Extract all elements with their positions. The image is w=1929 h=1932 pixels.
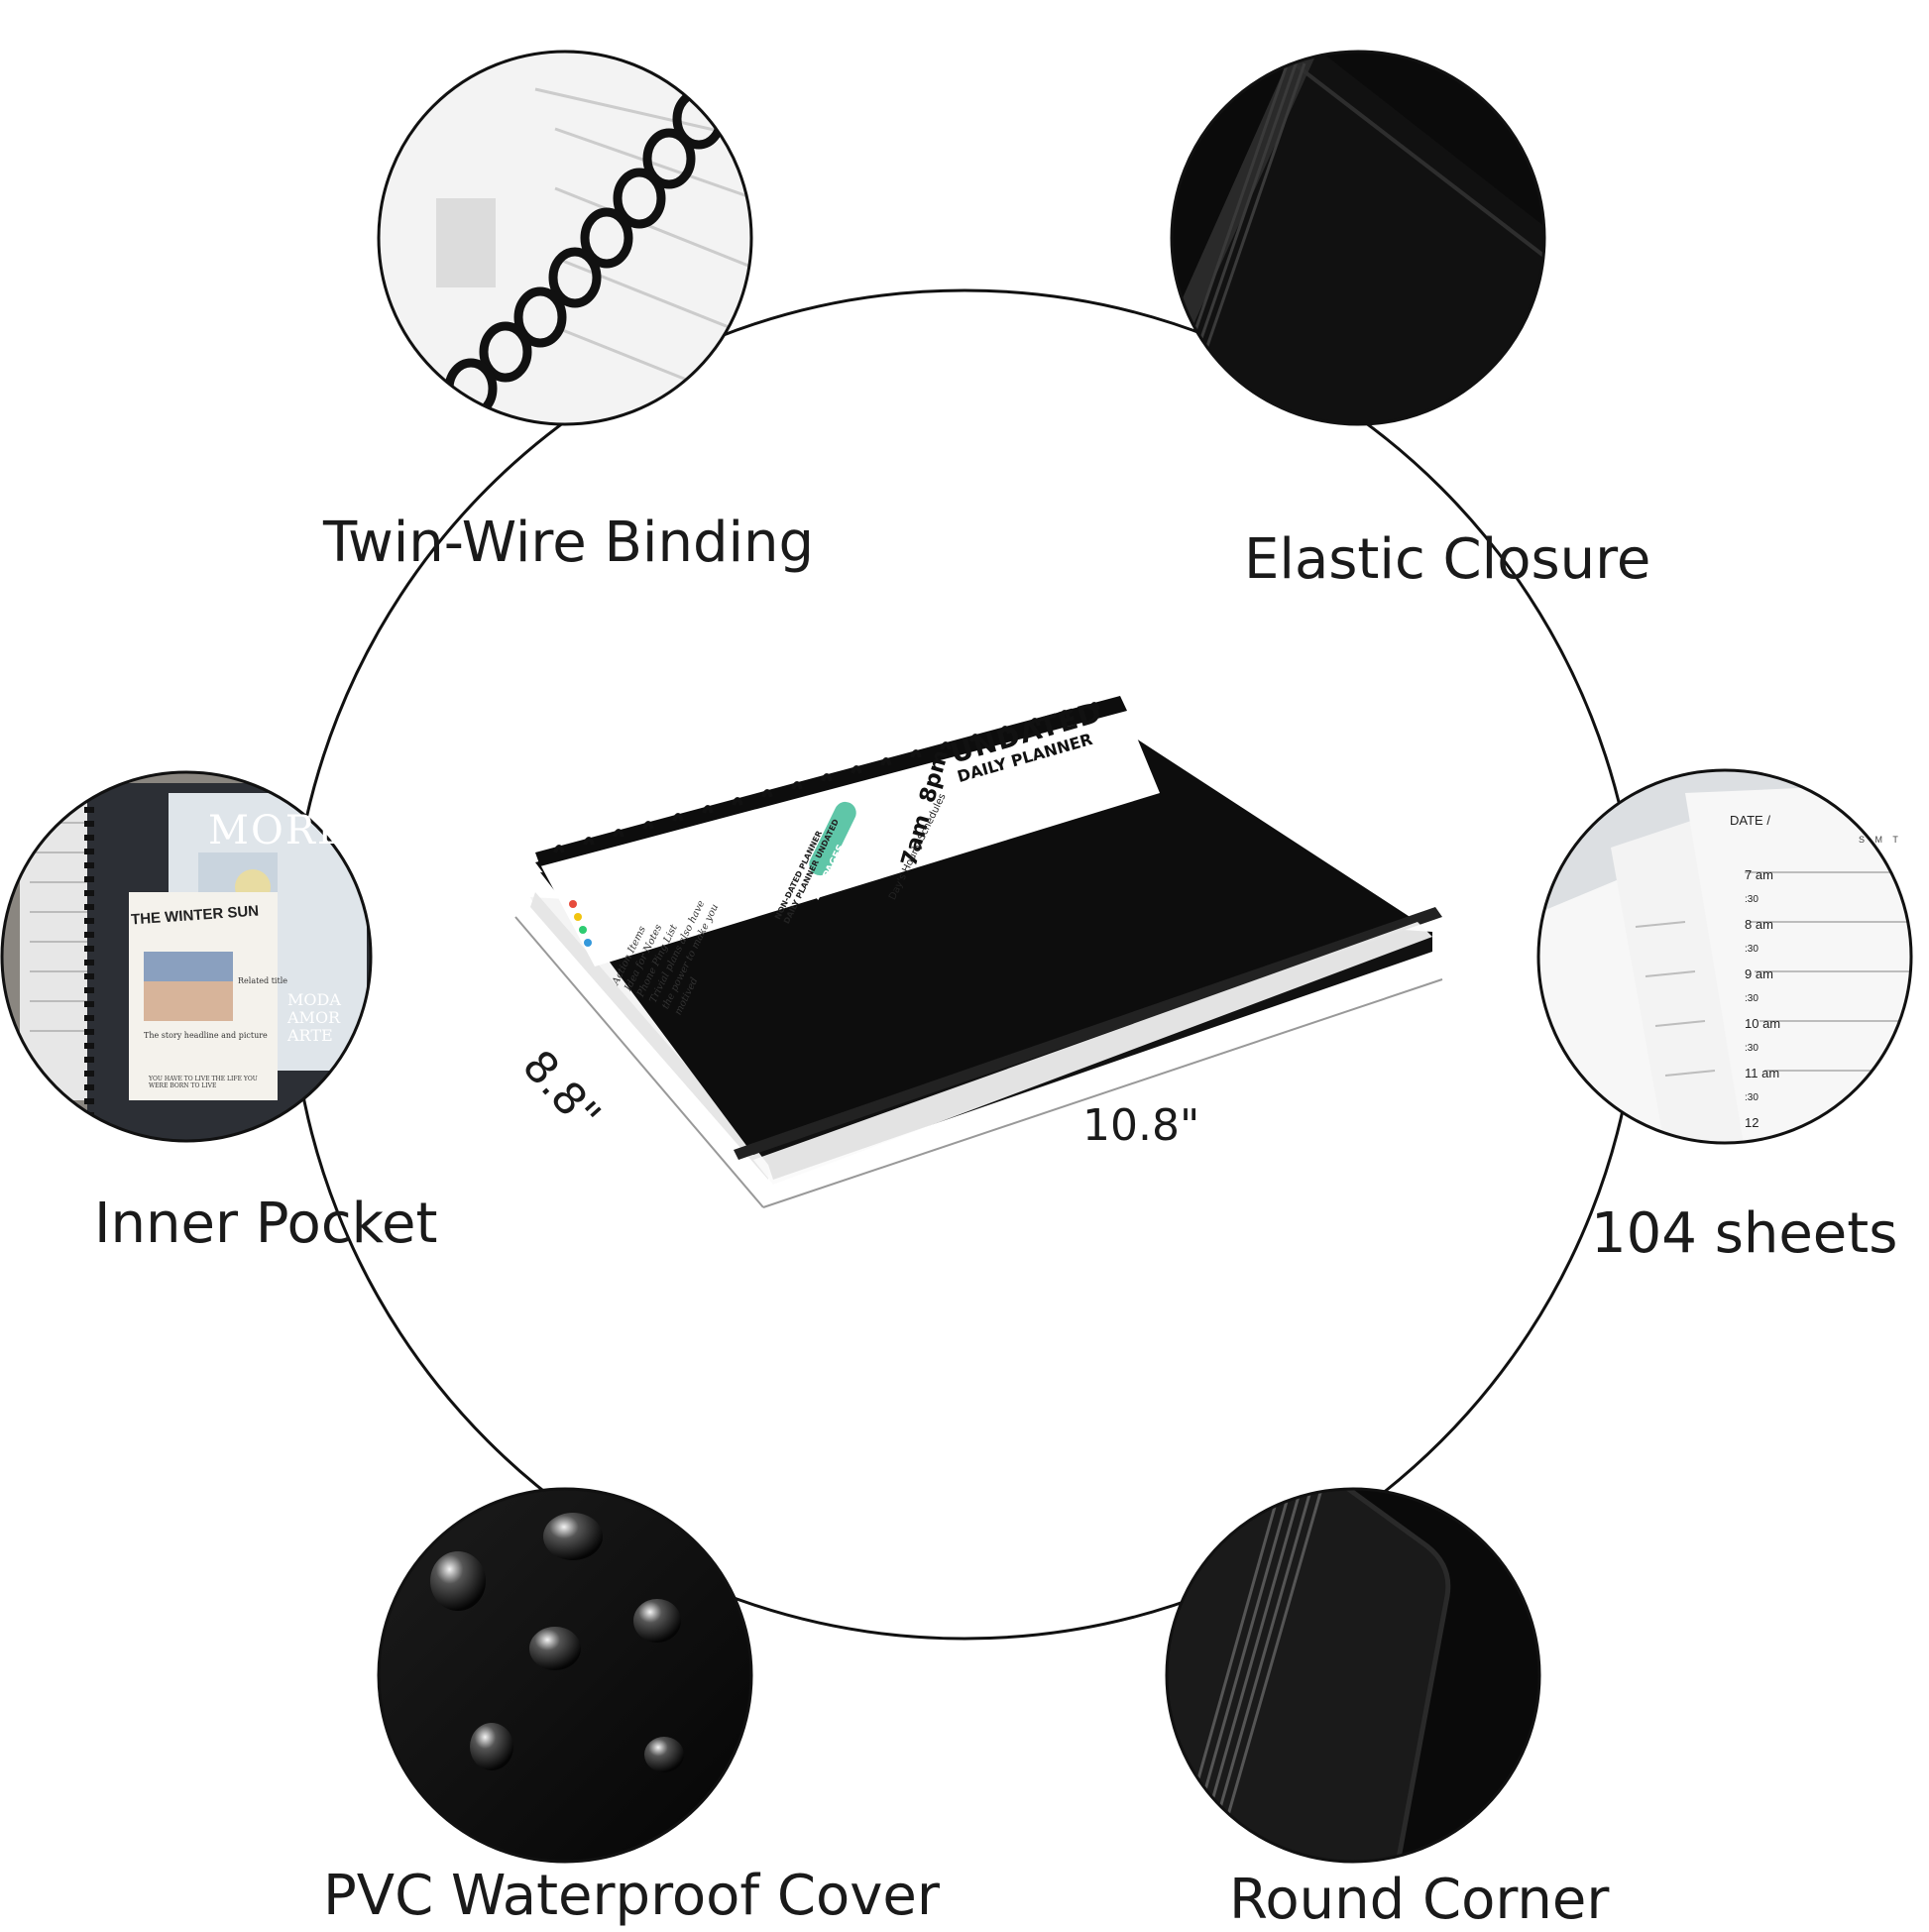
- pocket-photo: [2, 772, 371, 1141]
- time-slot: 9 am: [1745, 966, 1773, 981]
- time-slot: :30: [1745, 944, 1759, 955]
- width-dimension: 10.8": [1082, 1100, 1200, 1151]
- side-text-line: MODA: [287, 990, 341, 1009]
- feature-label-cover: PVC Waterproof Cover: [323, 1864, 940, 1928]
- feature-label-closure: Elastic Closure: [1244, 527, 1651, 592]
- time-slot: :30: [1745, 894, 1759, 905]
- article-caption: Related title: [238, 976, 287, 985]
- feature-label-corner: Round Corner: [1229, 1868, 1610, 1932]
- time-slot: 11 am: [1745, 1066, 1780, 1080]
- planner-date-label: DATE /: [1730, 813, 1770, 828]
- waterproof-photo: [379, 1489, 751, 1862]
- article-sub: The story headline and picture: [144, 1031, 268, 1040]
- planner-times: 7 am :30 8 am :30 9 am :30 10 am :30 11 …: [1745, 862, 1780, 1135]
- side-text: MODA AMOR ARTE: [287, 991, 341, 1045]
- time-slot: 10 am: [1745, 1016, 1781, 1031]
- magazine-title: MORE: [208, 808, 349, 853]
- time-slot: :30: [1745, 993, 1759, 1004]
- feature-label-sheets: 104 sheets: [1591, 1201, 1898, 1266]
- side-text-line: ARTE: [287, 1026, 333, 1045]
- time-slot: 8 am: [1745, 917, 1773, 932]
- planner-product: [514, 696, 1443, 1208]
- closure-photo: [1172, 52, 1544, 424]
- planner-days-header: S M T: [1859, 835, 1902, 845]
- article-footer: YOU HAVE TO LIVE THE LIFE YOU WERE BORN …: [149, 1076, 258, 1089]
- corner-photo: [1167, 1489, 1539, 1862]
- time-slot: 7 am: [1745, 867, 1773, 882]
- feature-label-binding: Twin-Wire Binding: [323, 511, 815, 575]
- side-text-line: AMOR: [287, 1008, 341, 1027]
- time-slot: :30: [1745, 1043, 1759, 1054]
- time-slot: :30: [1745, 1092, 1759, 1103]
- binding-photo: [379, 52, 751, 424]
- feature-label-pocket: Inner Pocket: [94, 1192, 438, 1256]
- wire-coils: [553, 702, 1100, 853]
- time-slot: 12: [1745, 1115, 1759, 1130]
